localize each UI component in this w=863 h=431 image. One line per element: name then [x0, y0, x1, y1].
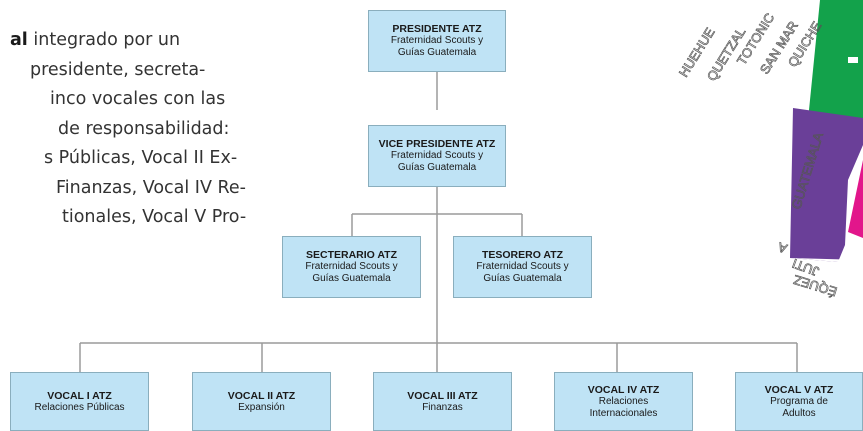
box-title: VOCAL II ATZ: [227, 389, 296, 402]
paragraph-line-4: de responsabilidad:: [58, 118, 230, 139]
paragraph-line-7: tionales, Vocal V Pro-: [62, 207, 247, 227]
box-subtitle: Fraternidad Scouts y Guías Guatemala: [390, 150, 484, 173]
box-subtitle: Finanzas: [422, 401, 463, 413]
box-vocal-4: VOCAL IV ATZ Relaciones Internacionales: [554, 372, 693, 431]
box-secretario: SECTERARIO ATZ Fraternidad Scouts y Guía…: [282, 236, 421, 298]
box-title: VOCAL I ATZ: [47, 389, 112, 402]
paragraph-line-5: s Públicas, Vocal II Ex-: [44, 148, 238, 168]
box-title: VOCAL III ATZ: [407, 389, 478, 402]
box-subtitle: Relaciones Internacionales: [589, 395, 658, 419]
paragraph-line-3: inco vocales con las: [50, 89, 226, 109]
box-vocal-1: VOCAL I ATZ Relaciones Públicas: [10, 372, 149, 431]
paragraph-line-6: Finanzas, Vocal IV Re-: [56, 177, 246, 198]
box-vocal-3: VOCAL III ATZ Finanzas: [373, 372, 512, 431]
box-subtitle: Expansión: [238, 401, 285, 413]
box-title: VOCAL V ATZ: [764, 383, 834, 396]
paragraph-line-2: presidente, secreta-: [30, 59, 206, 80]
box-subtitle: Fraternidad Scouts y Guías Guatemala: [305, 261, 398, 284]
paragraph-line-1: al integrado por un: [0, 26, 240, 56]
white-region: [790, 258, 863, 262]
box-subtitle: Fraternidad Scouts y Guías Guatemala: [390, 35, 484, 58]
box-title: PRESIDENTE ATZ: [392, 23, 482, 35]
magenta-region: [848, 160, 863, 238]
box-title: VOCAL IV ATZ: [587, 383, 660, 396]
green-region: [808, 0, 863, 120]
bold-term: al: [10, 30, 28, 50]
box-subtitle: Relaciones Públicas: [34, 401, 125, 413]
box-title: TESORERO ATZ: [481, 249, 564, 261]
box-presidente: PRESIDENTE ATZ Fraternidad Scouts y Guía…: [368, 10, 506, 72]
box-subtitle: Programa de Adultos: [770, 395, 828, 419]
box-vocal-2: VOCAL II ATZ Expansión: [192, 372, 331, 431]
purple-region: [790, 108, 863, 262]
box-title: VICE PRESIDENTE ATZ: [378, 138, 496, 150]
intro-paragraph: al integrado por un presidente, secreta-…: [0, 26, 247, 233]
box-title: SECTERARIO ATZ: [306, 249, 397, 261]
box-tesorero: TESORERO ATZ Fraternidad Scouts y Guías …: [453, 236, 592, 298]
box-subtitle: Fraternidad Scouts y Guías Guatemala: [476, 261, 569, 284]
text: integrado por un: [27, 30, 181, 50]
box-vocal-5: VOCAL V ATZ Programa de Adultos: [735, 372, 863, 431]
box-vicepresidente: VICE PRESIDENTE ATZ Fraternidad Scouts y…: [368, 125, 506, 187]
